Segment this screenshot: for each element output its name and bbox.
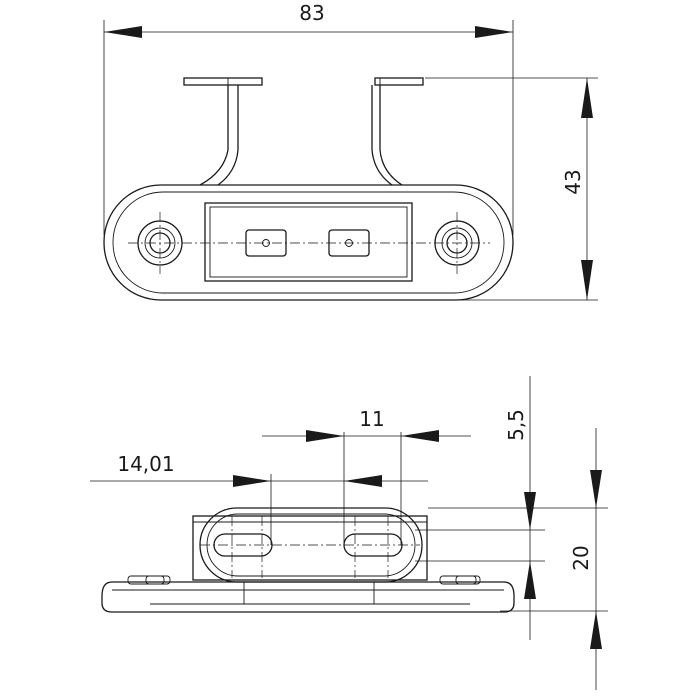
dimension-hole-spacing: 11: [262, 407, 471, 545]
side-view: 11 14,01 5,5 20: [90, 376, 608, 690]
dimension-side-height: 20: [428, 428, 608, 690]
dimension-label-83: 83: [299, 1, 324, 25]
dimension-label-43: 43: [561, 169, 585, 194]
lens-window-inner: [209, 206, 408, 278]
dimension-label-5-5: 5,5: [504, 409, 528, 441]
dimension-label-11: 11: [359, 407, 384, 431]
top-body-outline: [103, 184, 514, 301]
dimension-label-20: 20: [569, 545, 593, 570]
dimension-depth: 5,5: [415, 376, 545, 640]
dimension-offset: 14,01: [90, 452, 428, 545]
led-contact-right: [328, 229, 370, 257]
dimension-label-14-01: 14,01: [117, 452, 174, 476]
mounting-hole-right: [434, 212, 480, 274]
top-view: 83 43: [103, 1, 598, 301]
lens-window: [204, 202, 413, 282]
housing-plate: [192, 515, 428, 581]
top-flange: [183, 77, 424, 86]
dimension-overall-width: 83: [103, 1, 514, 235]
base-flange: [101, 581, 515, 613]
base-screw-right: [439, 575, 481, 585]
mounting-hole-left: [137, 212, 183, 274]
support-neck: [199, 85, 403, 186]
base-screw-left: [127, 575, 171, 585]
led-contact-left: [245, 229, 287, 257]
top-body-inner-outline: [112, 191, 505, 294]
dimension-overall-height: 43: [425, 77, 598, 301]
